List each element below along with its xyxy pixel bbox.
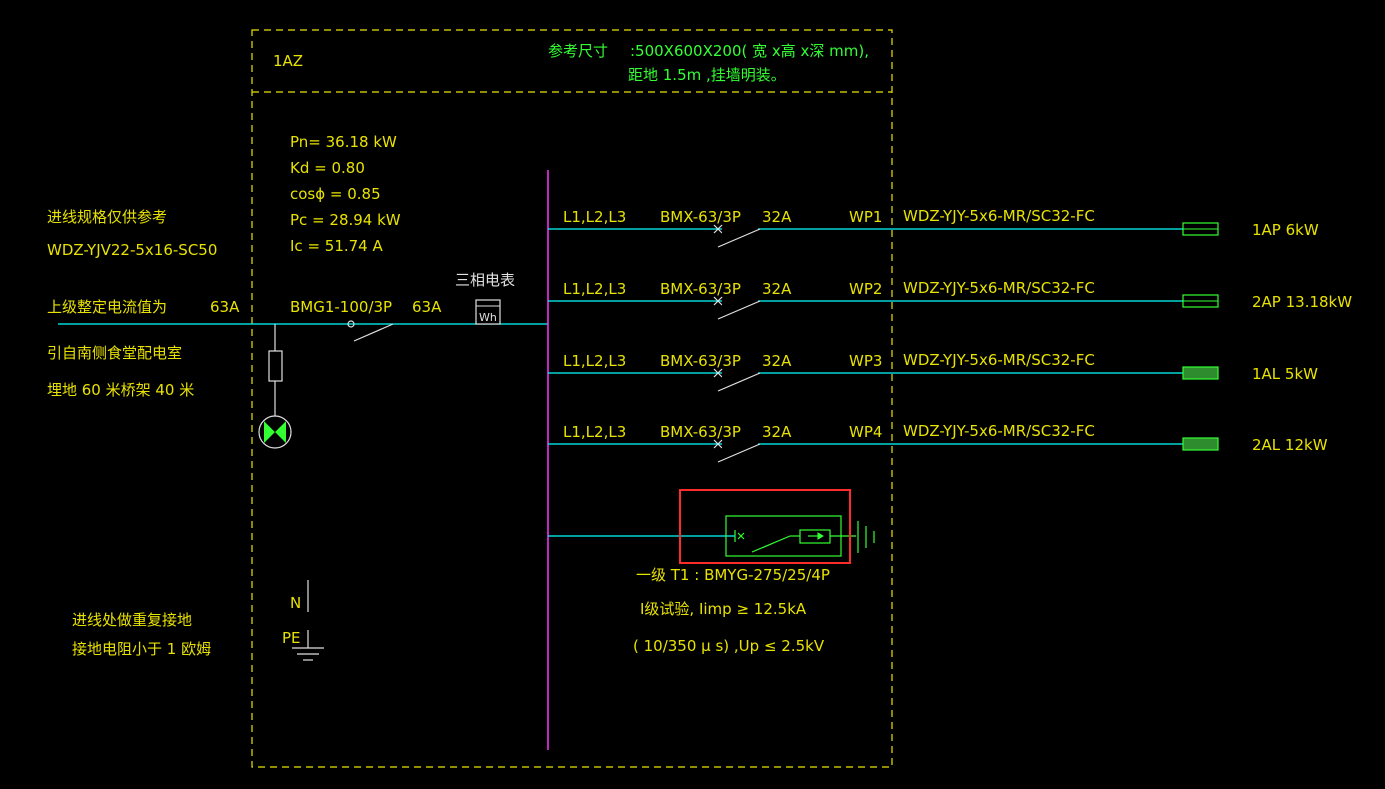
ground-note2: 接地电阻小于 1 欧姆 [72, 640, 211, 658]
panel-enclosure [251, 29, 893, 768]
circuit-wp4: L1,L2,L3 BMX-63/3P 32A WP4 WDZ-YJY-5x6-MR/SC… [548, 422, 1328, 463]
circuit-load: 1AP 6kW [1252, 221, 1319, 239]
load-box [1182, 366, 1219, 380]
breaker-blade [717, 443, 761, 463]
meter-symbol: Wh [479, 311, 497, 324]
neutral-label: N [290, 594, 301, 612]
circuit-phases: L1,L2,L3 [563, 423, 626, 441]
circuit-id: WP1 [849, 208, 882, 226]
circuit-cable: WDZ-YJY-5x6-MR/SC32-FC [903, 207, 1095, 225]
load-box [1182, 437, 1219, 451]
param-pc: Pc = 28.94 kW [290, 211, 401, 229]
circuit-cable: WDZ-YJY-5x6-MR/SC32-FC [903, 422, 1095, 440]
circuit-wp1: L1,L2,L3 BMX-63/3P 32A WP1 WDZ-YJY-5x6-MR/SC… [548, 207, 1319, 248]
circuit-breaker-model: BMX-63/3P [660, 423, 741, 441]
panel-name: 1AZ [273, 52, 303, 70]
circuit-id: WP2 [849, 280, 882, 298]
main-breaker-symbol [347, 320, 394, 342]
breaker-x-mark [713, 296, 723, 306]
incoming-cable: WDZ-YJV22-5x16-SC50 [47, 241, 217, 259]
breaker-blade [717, 300, 761, 320]
circuit-breaker-model: BMX-63/3P [660, 280, 741, 298]
size-ref-label: 参考尺寸 [548, 42, 608, 60]
main-breaker-rating: 63A [412, 298, 442, 316]
param-kd: Kd = 0.80 [290, 159, 365, 177]
circuit-id: WP4 [849, 423, 882, 441]
circuit-breaker-model: BMX-63/3P [660, 208, 741, 226]
circuit-wp3: L1,L2,L3 BMX-63/3P 32A WP3 WDZ-YJY-5x6-MR/SC… [548, 351, 1318, 392]
energy-meter: Wh [475, 299, 501, 325]
circuit-load: 2AP 13.18kW [1252, 293, 1352, 311]
circuit-load: 2AL 12kW [1252, 436, 1328, 454]
circuit-cable: WDZ-YJY-5x6-MR/SC32-FC [903, 279, 1095, 297]
spd-line3: ( 10/350 μ s) ,Up ≤ 2.5kV [633, 637, 825, 655]
param-pn: Pn= 36.18 kW [290, 133, 397, 151]
incoming-source: 引自南侧食堂配电室 [47, 344, 182, 362]
upstream-label: 上级整定电流值为 [47, 298, 167, 316]
breaker-x-mark [713, 439, 723, 449]
spd-line2: I级试验, Iimp ≥ 12.5kA [640, 600, 807, 618]
circuit-phases: L1,L2,L3 [563, 352, 626, 370]
ground-note1: 进线处做重复接地 [72, 611, 192, 629]
pe-label: PE [282, 629, 301, 647]
circuit-cable: WDZ-YJY-5x6-MR/SC32-FC [903, 351, 1095, 369]
mount-note: 距地 1.5m ,挂墙明装。 [628, 66, 786, 84]
breaker-x-mark [713, 224, 723, 234]
spd-device [725, 515, 875, 557]
circuit-load: 1AL 5kW [1252, 365, 1318, 383]
main-breaker-model: BMG1-100/3P [290, 298, 392, 316]
breaker-blade [717, 372, 761, 392]
meter-title: 三相电表 [455, 271, 515, 289]
circuit-breaker-rating: 32A [762, 352, 792, 370]
size-ref-value: :500X600X200( 宽 x高 x深 mm), [630, 42, 869, 60]
pe-ground-symbol [292, 630, 324, 661]
param-ic: Ic = 51.74 A [290, 237, 383, 255]
spd-highlight-box [679, 489, 851, 564]
circuit-breaker-model: BMX-63/3P [660, 352, 741, 370]
param-cos: cosϕ = 0.85 [290, 185, 381, 203]
incoming-surge-branch [258, 324, 292, 449]
circuit-breaker-rating: 32A [762, 280, 792, 298]
circuit-phases: L1,L2,L3 [563, 208, 626, 226]
circuit-breaker-rating: 32A [762, 208, 792, 226]
spd-line1: 一级 T1 : BMYG-275/25/4P [636, 566, 830, 584]
circuit-breaker-rating: 32A [762, 423, 792, 441]
circuit-phases: L1,L2,L3 [563, 280, 626, 298]
breaker-x-mark [713, 368, 723, 378]
breaker-blade [717, 228, 761, 248]
incoming-route: 埋地 60 米桥架 40 米 [47, 381, 194, 399]
circuit-id: WP3 [849, 352, 882, 370]
circuit-wp2: L1,L2,L3 BMX-63/3P 32A WP2 WDZ-YJY-5x6-MR/SC… [548, 279, 1352, 320]
incoming-spec-label: 进线规格仅供参考 [47, 208, 167, 226]
upstream-value: 63A [210, 298, 240, 316]
